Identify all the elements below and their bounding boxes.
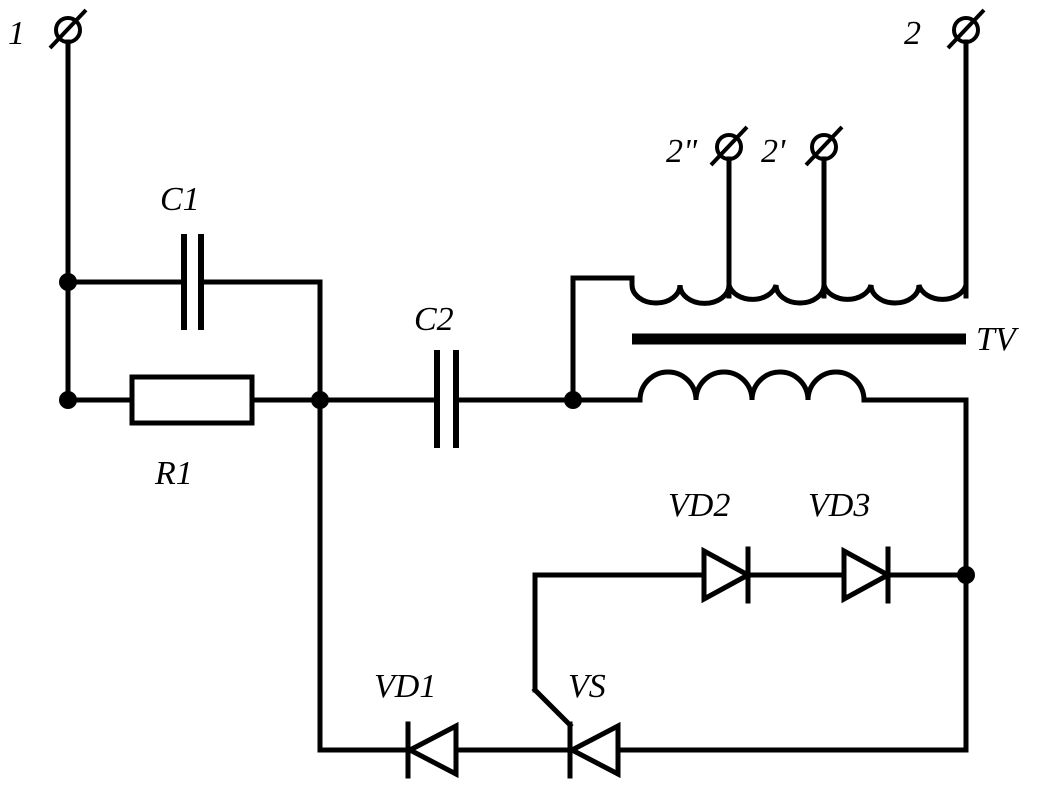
- terminal-2-prime: 2': [761, 125, 844, 170]
- diode-vd1-label: VD1: [374, 668, 436, 705]
- junction-dot: [59, 391, 77, 409]
- capacitor-c2-label: C2: [414, 301, 454, 338]
- resistor-r1: R1: [129, 374, 255, 492]
- wires: [65, 39, 969, 753]
- junction-dot: [311, 391, 329, 409]
- primary-winding: [629, 369, 869, 403]
- terminal-1-label: 1: [8, 15, 25, 52]
- terminal-2-double-prime: 2": [666, 125, 749, 170]
- thyristor-vs: VS: [566, 668, 621, 779]
- junction-dot: [564, 391, 582, 409]
- transformer-tv: TV: [629, 275, 1020, 403]
- transformer-tv-label: TV: [976, 321, 1020, 358]
- capacitor-c1-label: C1: [160, 181, 200, 218]
- terminal-2: 2: [904, 8, 986, 52]
- thyristor-vs-label: VS: [568, 668, 606, 705]
- secondary-winding: [629, 275, 969, 306]
- diode-vd2: VD2: [668, 487, 754, 604]
- terminal-2-prime-label: 2': [761, 133, 786, 170]
- terminal-1: 1: [8, 8, 88, 52]
- junction-dot: [957, 566, 975, 584]
- diode-vd3: VD3: [808, 487, 894, 604]
- resistor-r1-label: R1: [154, 455, 193, 492]
- junctions: [59, 273, 975, 584]
- diode-vd2-label: VD2: [668, 487, 730, 524]
- capacitor-c2: C2: [414, 301, 459, 448]
- diode-vd3-label: VD3: [808, 487, 870, 524]
- junction-dot: [59, 273, 77, 291]
- capacitor-c1: C1: [160, 181, 204, 330]
- diode-vd1: VD1: [374, 668, 459, 779]
- terminal-2-label: 2: [904, 15, 921, 52]
- terminal-2-double-prime-label: 2": [666, 133, 698, 170]
